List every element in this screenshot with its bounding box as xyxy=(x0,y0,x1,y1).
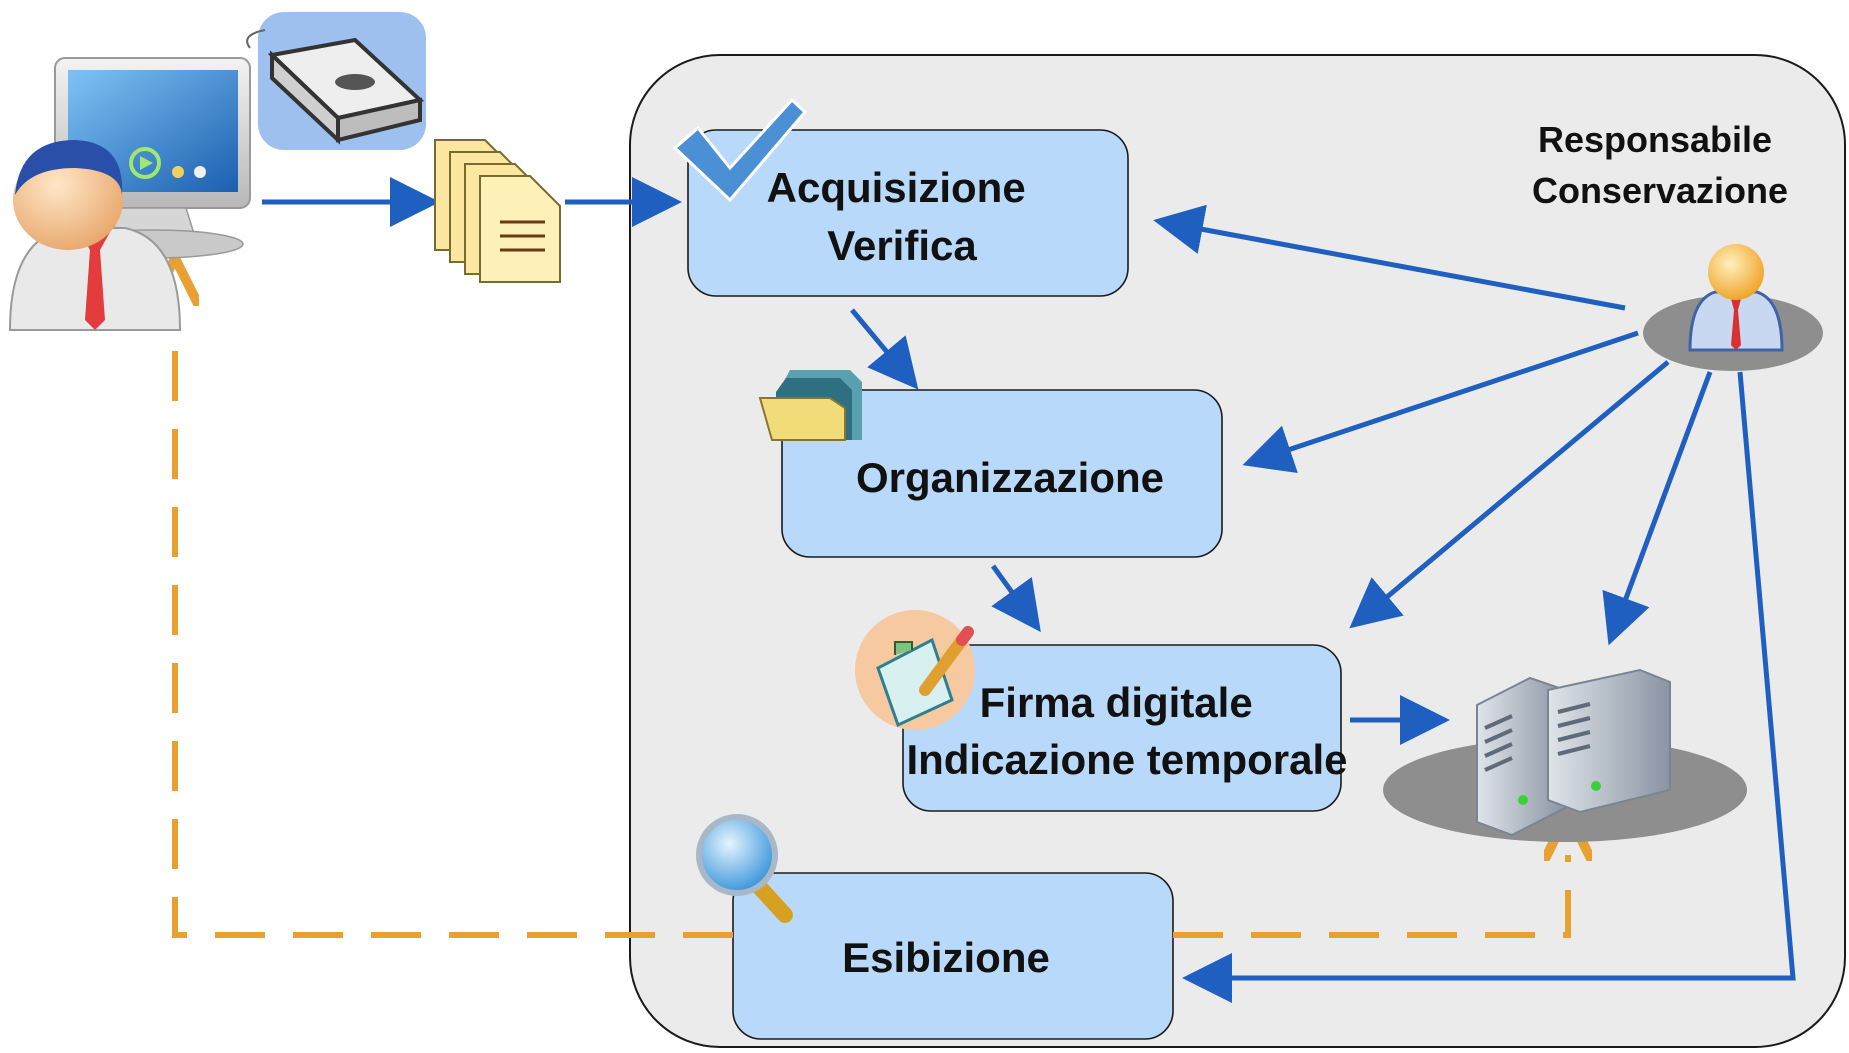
flow-arrows xyxy=(262,177,1796,1003)
signature-pen-icon xyxy=(855,610,975,730)
documents-icon xyxy=(434,139,561,283)
server-icon xyxy=(1383,668,1747,842)
step-firma-digitale: Firma digitale Indicazione temporale xyxy=(902,644,1348,812)
svg-text:Esibizione: Esibizione xyxy=(842,934,1050,981)
manager-icon xyxy=(1643,244,1823,371)
step-organizzazione: Organizzazione xyxy=(781,389,1223,558)
svg-text:Acquisizione Verifica: Acquisizione Verifica xyxy=(767,164,1038,269)
step-acquisizione: Acquisizione Verifica xyxy=(687,129,1129,297)
scanner-icon xyxy=(246,12,426,150)
svg-text:Organizzazione: Organizzazione xyxy=(856,454,1164,501)
user-icon xyxy=(8,140,182,331)
responsabile-conservazione-label: Responsabile Conservazione xyxy=(1532,119,1788,211)
magnifier-icon xyxy=(696,814,793,923)
svg-text:Firma digitale Indicazio: Firma digitale Indicazione temporale xyxy=(906,679,1347,783)
checkmark-icon xyxy=(672,97,808,203)
return-path-arrows xyxy=(175,300,1568,938)
step-esibizione: Esibizione xyxy=(732,872,1174,1040)
folder-icon xyxy=(758,370,862,441)
